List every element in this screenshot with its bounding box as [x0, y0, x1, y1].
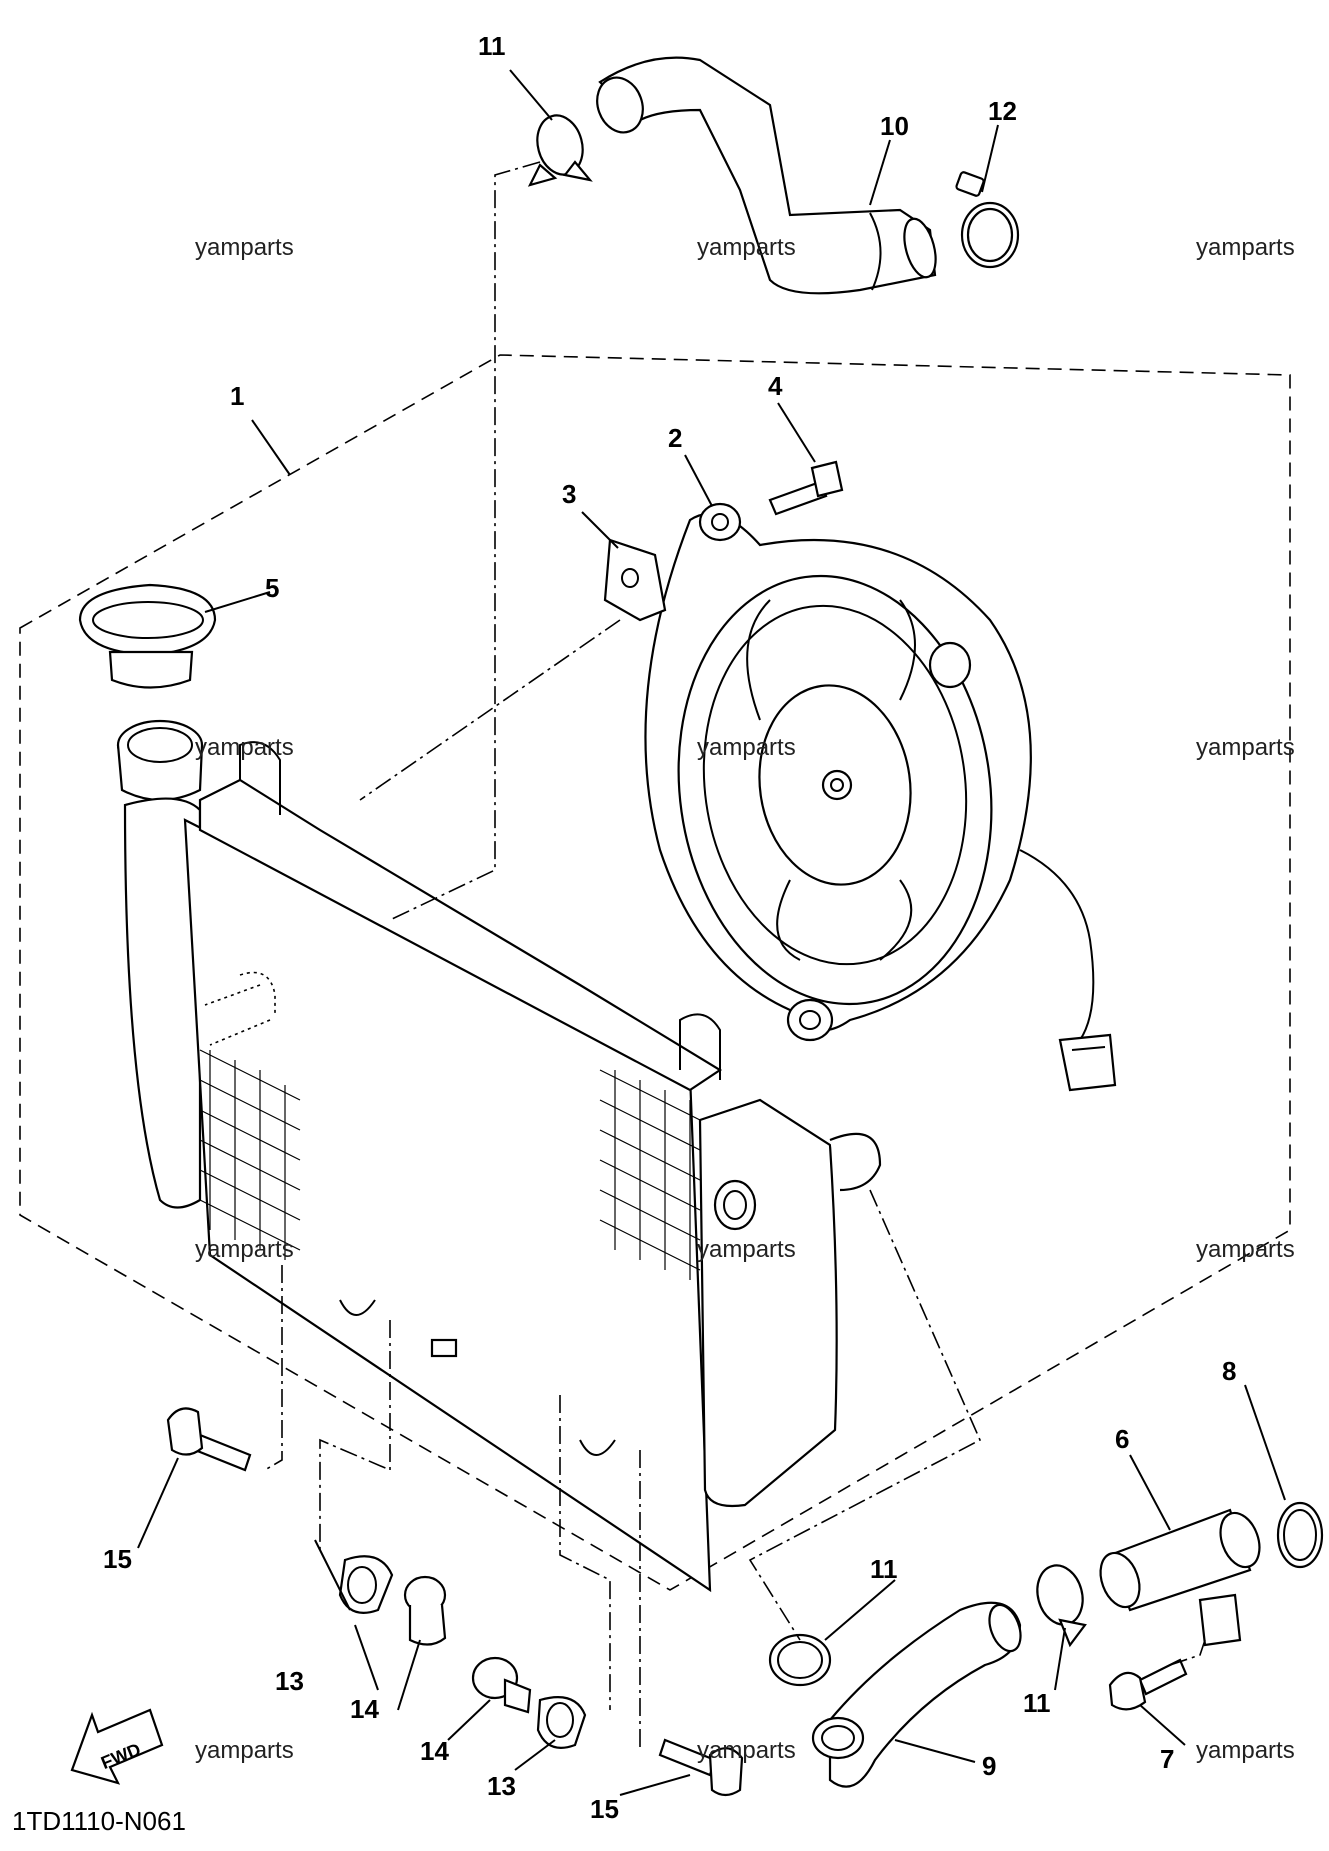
- assembly-outline: [19, 354, 1291, 1591]
- watermark: yamparts: [1196, 734, 1295, 761]
- core-mesh-right: [599, 1069, 701, 1280]
- lower-hose: [811, 1601, 1022, 1788]
- callout-5: 5: [265, 573, 279, 603]
- outlet-pipe: [1099, 1508, 1261, 1647]
- watermark: yamparts: [697, 234, 796, 261]
- callout-11: 11: [1023, 1688, 1051, 1718]
- watermark: yamparts: [195, 1236, 294, 1263]
- callout-11: 11: [870, 1554, 898, 1584]
- callout-10: 10: [880, 111, 909, 141]
- callout-labels: 11 10 12 1 4 2 3 5 8 6 11 11 7 9 15 13 1…: [103, 31, 1236, 1824]
- callout-12: 12: [988, 96, 1017, 126]
- clamp-lower-right: [1036, 1564, 1087, 1648]
- bolt-4: [768, 460, 844, 516]
- callout-3: 3: [562, 479, 576, 509]
- watermark: yamparts: [697, 1236, 796, 1263]
- o-ring: [1276, 1501, 1324, 1569]
- bolt-15a: [166, 1407, 252, 1472]
- callout-1: 1: [230, 381, 244, 411]
- watermark: yamparts: [1196, 1737, 1295, 1764]
- watermark: yamparts: [195, 234, 294, 261]
- radiator-cap: [78, 583, 217, 689]
- watermark: yamparts: [195, 1737, 294, 1764]
- collar-14a: [403, 1575, 447, 1646]
- callout-15: 15: [103, 1544, 132, 1574]
- callout-11: 11: [478, 31, 506, 61]
- forward-arrow-icon: FWD: [70, 1708, 164, 1785]
- watermarks: yamparts yamparts yamparts yamparts yamp…: [195, 234, 1295, 1764]
- bolt-7: [1108, 1658, 1188, 1711]
- watermark: yamparts: [697, 734, 796, 761]
- leader-lines: [137, 69, 1286, 1796]
- watermark: yamparts: [195, 734, 294, 761]
- diagram-code: 1TD1110-N061: [12, 1806, 186, 1836]
- collar-14b: [471, 1656, 532, 1714]
- callout-13: 13: [487, 1771, 516, 1801]
- upper-hose: [596, 56, 937, 295]
- bolt-15b: [658, 1738, 744, 1797]
- cooling-fan: [644, 502, 1117, 1092]
- core-mesh-left: [199, 1049, 301, 1260]
- grommet-13b: [536, 1696, 587, 1749]
- callout-4: 4: [768, 371, 783, 401]
- reference-lines: [204, 161, 1206, 1750]
- callout-9: 9: [982, 1751, 996, 1781]
- bracket-3: [603, 538, 667, 622]
- watermark: yamparts: [1196, 1236, 1295, 1263]
- radiator-core: [123, 741, 882, 1593]
- clamp-12: [955, 171, 1020, 269]
- callout-7: 7: [1160, 1744, 1174, 1774]
- callout-14: 14: [350, 1694, 379, 1724]
- callout-2: 2: [668, 423, 682, 453]
- callout-8: 8: [1222, 1356, 1236, 1386]
- callout-14: 14: [420, 1736, 449, 1766]
- clamp-lower-left: [768, 1633, 832, 1687]
- callout-13: 13: [275, 1666, 304, 1696]
- grommet-13a: [338, 1555, 394, 1614]
- watermark: yamparts: [697, 1737, 796, 1764]
- clamp-top: [527, 114, 593, 187]
- callout-6: 6: [1115, 1424, 1129, 1454]
- filler-neck: [116, 719, 204, 802]
- watermark: yamparts: [1196, 234, 1295, 261]
- callout-15: 15: [590, 1794, 619, 1824]
